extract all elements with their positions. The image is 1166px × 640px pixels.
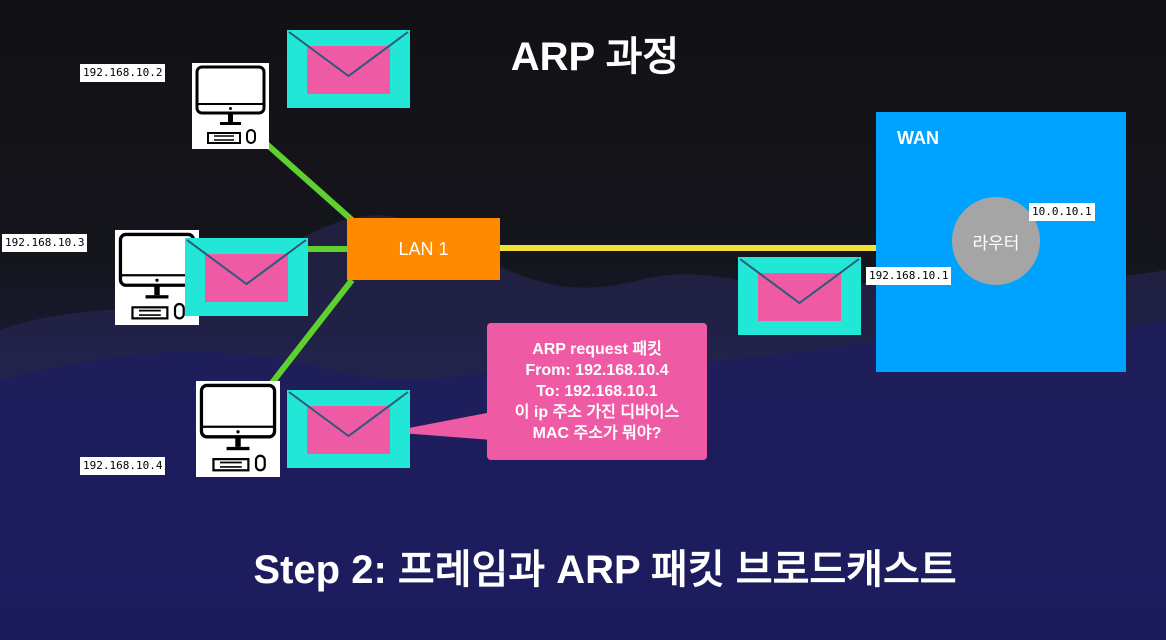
- host-ip-label: 192.168.10.2: [80, 64, 166, 82]
- lan-label: LAN 1: [398, 238, 449, 259]
- callout-line: MAC 주소가 뭐야?: [532, 425, 662, 442]
- host-ip-label: 192.168.10.4: [80, 457, 166, 475]
- callout-line: To: 192.168.10.1: [536, 383, 658, 400]
- callout-line: 이 ip 주소 가진 디바이스: [514, 404, 680, 421]
- envelope-icon: [287, 30, 410, 108]
- lan-switch: LAN 1: [347, 218, 500, 280]
- computer-icon: [192, 63, 269, 149]
- link-host-2: [260, 137, 354, 223]
- diagram-title: ARP 과정: [510, 35, 680, 79]
- router-label: 라우터: [972, 233, 1020, 253]
- envelope-icon: [185, 238, 308, 316]
- envelope-icon: [287, 390, 410, 468]
- host-ip-label: 192.168.10.3: [2, 234, 88, 252]
- link-host-4: [265, 278, 355, 390]
- router-lan-ip: 192.168.10.1: [866, 267, 952, 285]
- router-node: 라우터: [952, 197, 1040, 285]
- router-wan-ip: 10.0.10.1: [1029, 203, 1095, 221]
- step-caption: Step 2: 프레임과 ARP 패킷 브로드캐스트: [253, 548, 957, 592]
- computer-icon: [196, 381, 280, 477]
- callout-line: ARP request 패킷: [532, 341, 662, 358]
- callout-line: From: 192.168.10.4: [525, 362, 669, 379]
- arp-request-callout: ARP request 패킷 From: 192.168.10.4 To: 19…: [487, 323, 707, 460]
- wan-label: WAN: [897, 128, 939, 148]
- envelope-icon: [738, 257, 861, 335]
